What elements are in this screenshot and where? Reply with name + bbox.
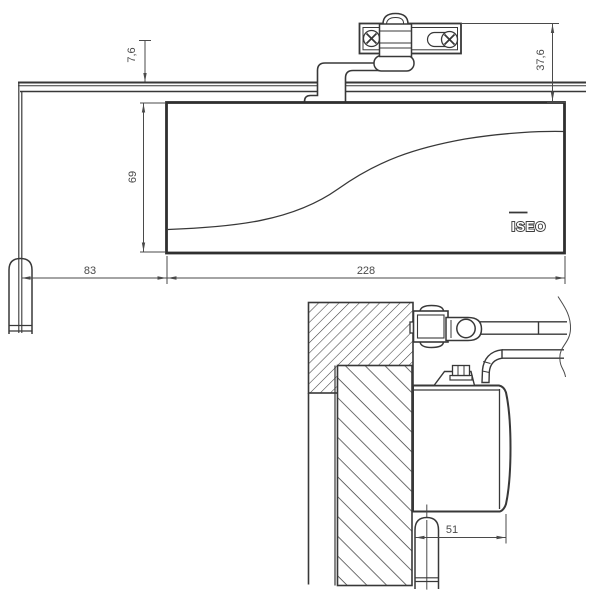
pivot-pin xyxy=(456,318,476,339)
pivot-link xyxy=(445,316,483,342)
phillips-screw-left xyxy=(362,29,381,48)
arm-foot-mount xyxy=(432,364,476,387)
body-contour-curve xyxy=(167,130,564,231)
dimension-228: 228 xyxy=(167,256,566,284)
lower-arm xyxy=(481,349,564,384)
dimension-51: 51 xyxy=(415,514,507,544)
brand-logo: ISEO xyxy=(509,211,546,235)
dimension-7-6: 7,6 xyxy=(126,40,151,82)
pivot-hub xyxy=(378,23,413,58)
upper-arm xyxy=(480,321,567,335)
dim-label-83: 83 xyxy=(84,265,96,277)
dimension-83: 83 xyxy=(21,256,168,284)
dim-label-37-6: 37,6 xyxy=(535,49,547,70)
phillips-screw-right xyxy=(440,30,459,49)
bolt-head xyxy=(451,364,471,377)
break-line xyxy=(557,296,572,378)
hinge-knuckle xyxy=(8,257,33,334)
dim-label-228: 228 xyxy=(357,265,375,277)
dim-label-51: 51 xyxy=(446,524,458,536)
pivot-dome xyxy=(382,12,409,25)
brand-logo-text: ISEO xyxy=(511,219,546,234)
wall-bracket-section xyxy=(409,304,449,349)
door-leaf-section xyxy=(334,364,413,587)
mounting-bracket xyxy=(358,12,462,58)
closer-arm xyxy=(303,62,401,104)
dimension-37-6: 37,6 xyxy=(462,23,566,103)
door-hinge-edge xyxy=(18,83,23,259)
closer-body-section xyxy=(412,384,512,513)
plan-section-view: 51 xyxy=(307,296,572,590)
closer-body: ISEO xyxy=(165,101,566,255)
dimension-69: 69 xyxy=(127,102,165,253)
side-elevation-view: ISEO 7,6 37,6 69 xyxy=(8,12,586,334)
dim-label-7-6: 7,6 xyxy=(126,47,138,62)
frame-soffit-lines xyxy=(18,81,586,93)
spindle-section xyxy=(414,504,440,590)
dim-label-69: 69 xyxy=(127,171,139,183)
arm-elbow xyxy=(373,54,415,72)
